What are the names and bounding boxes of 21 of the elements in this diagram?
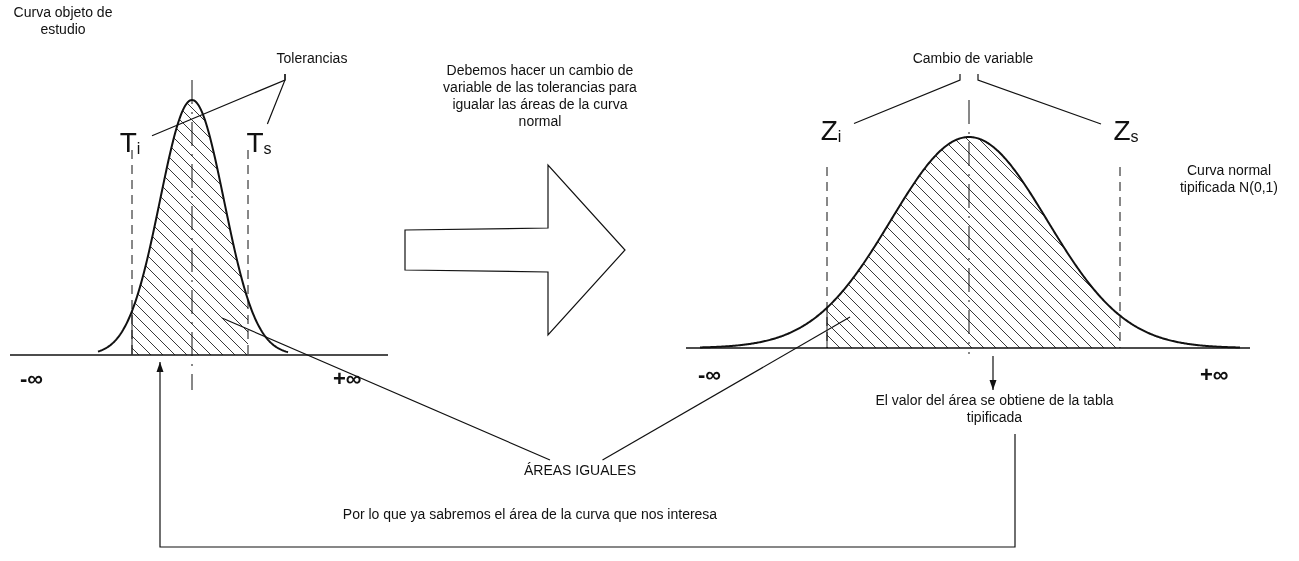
caption-text: Curva objeto de estudio xyxy=(12,4,114,38)
axis-label: +∞ xyxy=(1200,362,1230,388)
annotation-text: ÁREAS IGUALES xyxy=(505,462,655,484)
arrow xyxy=(156,361,1016,548)
limit-label: T$_{i}$ xyxy=(110,126,150,164)
limit-label: Z$_{s}$ xyxy=(1103,114,1149,152)
axis-label: -∞ xyxy=(20,366,44,392)
leader-line xyxy=(266,73,286,125)
annotation-text: El valor del área se obtiene de la tabla tipificada xyxy=(872,392,1117,432)
axis-label: -∞ xyxy=(698,362,722,388)
arrow xyxy=(989,355,997,391)
annotation-text: Debemos hacer un cambio de variable de las tolerancias para igualar las áreas de la curva normal xyxy=(442,62,638,130)
block-arrow xyxy=(404,163,626,337)
annotation-text: Tolerancias xyxy=(262,50,362,72)
annotation-text: Cambio de variable xyxy=(893,50,1053,72)
leader-line xyxy=(853,73,961,125)
limit-label: T$_{s}$ xyxy=(237,126,281,164)
limit-label: Z$_{i}$ xyxy=(810,114,852,152)
axis-label: +∞ xyxy=(333,366,363,392)
leader-line xyxy=(977,73,1102,125)
annotation-text: Curva normal tipificada N(0,1) xyxy=(1178,162,1279,196)
